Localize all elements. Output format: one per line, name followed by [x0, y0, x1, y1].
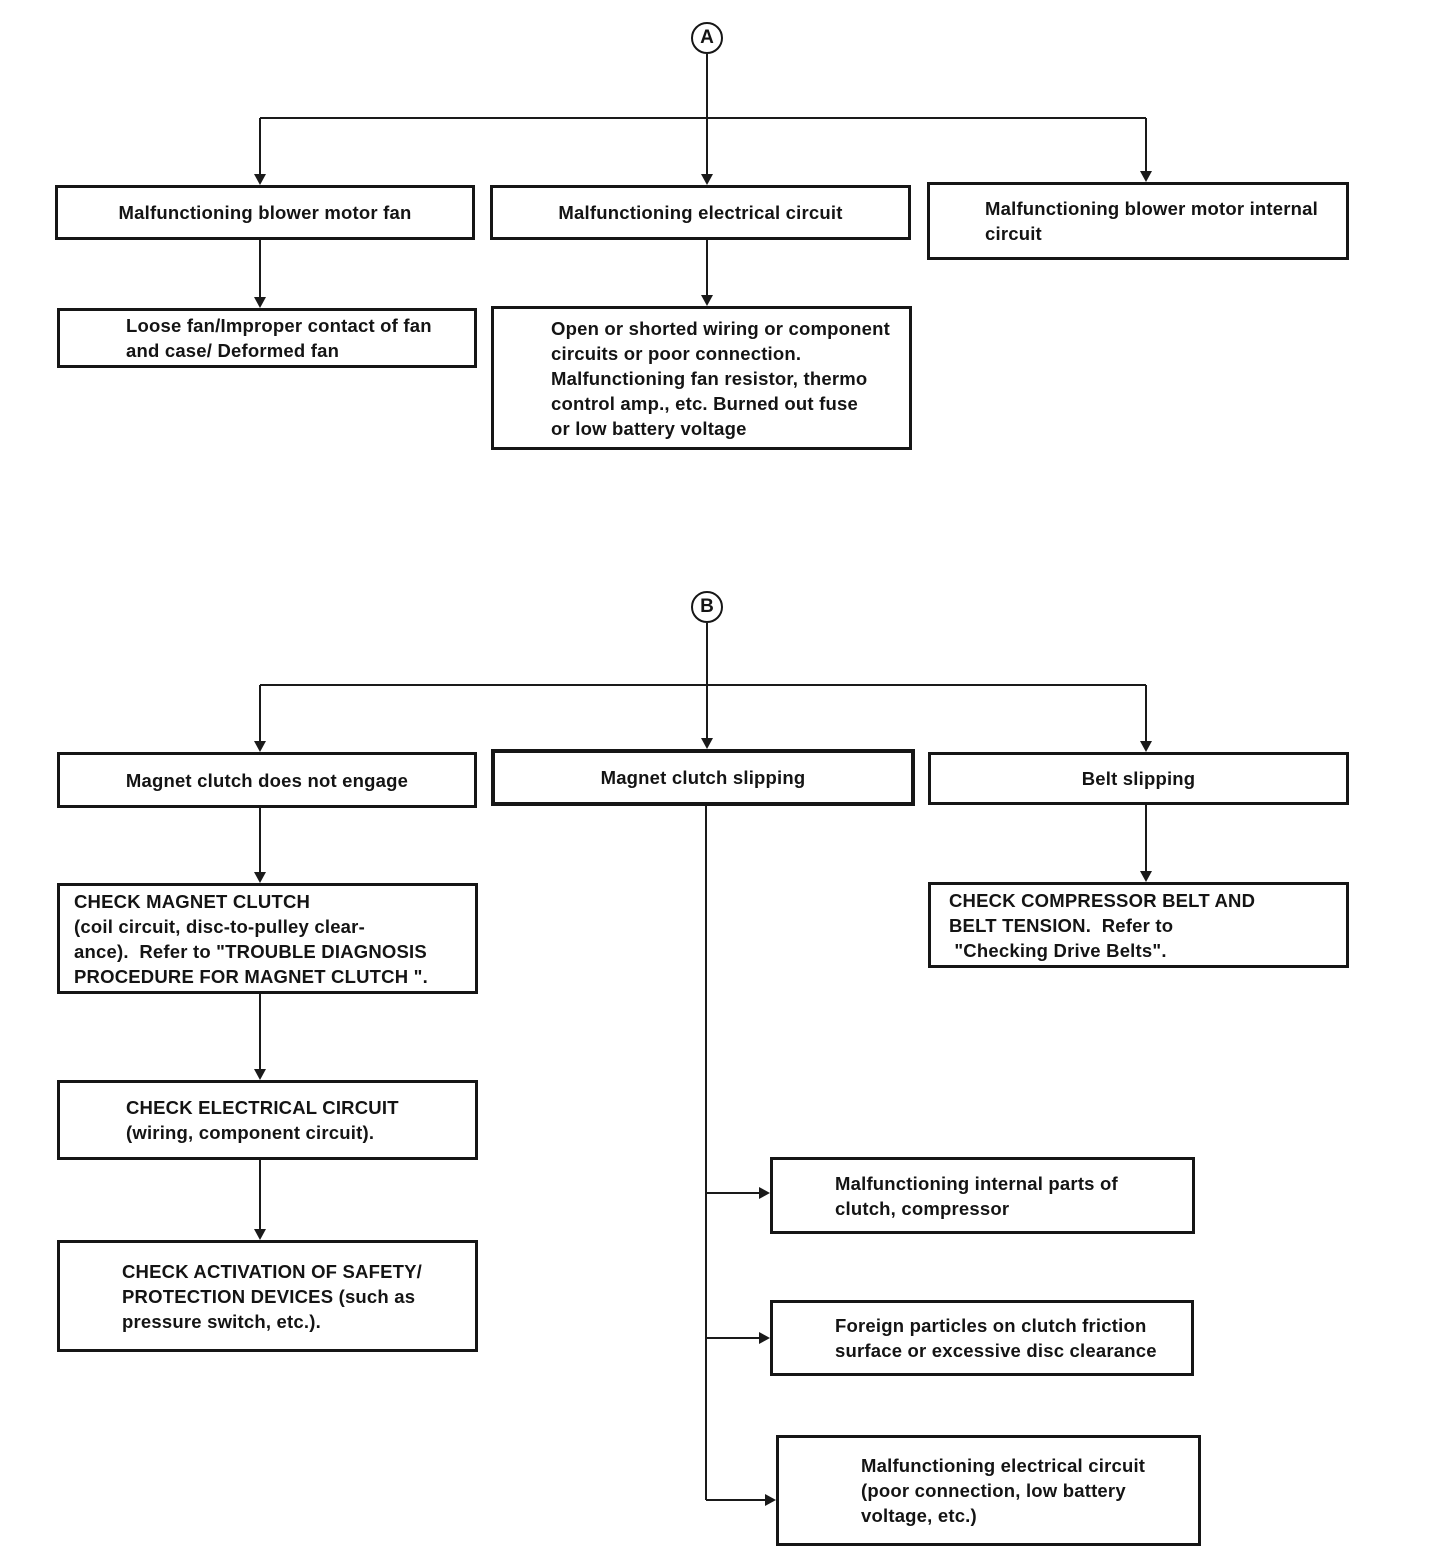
box-check-electrical-circuit: CHECK ELECTRICAL CIRCUIT (wiring, compon… — [57, 1080, 478, 1160]
arrowhead — [254, 297, 266, 308]
box-magnet-clutch-does-not-engage: Magnet clutch does not engage — [57, 752, 477, 808]
box-belt-slipping: Belt slipping — [928, 752, 1349, 805]
box-malfunctioning-electrical-circuit-poor-connection: Malfunctioning electrical circuit (poor … — [776, 1435, 1201, 1546]
box-check-activation-of-safety-devices: CHECK ACTIVATION OF SAFETY/ PROTECTION D… — [57, 1240, 478, 1352]
arrowhead — [765, 1494, 776, 1506]
arrowhead — [254, 872, 266, 883]
arrowhead — [1140, 871, 1152, 882]
arrowhead — [1140, 171, 1152, 182]
box-open-or-shorted-wiring: Open or shorted wiring or component circ… — [491, 306, 912, 450]
box-loose-fan: Loose fan/Improper contact of fan and ca… — [57, 308, 477, 368]
box-foreign-particles: Foreign particles on clutch friction sur… — [770, 1300, 1194, 1376]
connector-b: B — [691, 591, 723, 623]
arrowhead — [254, 174, 266, 185]
box-check-magnet-clutch: CHECK MAGNET CLUTCH (coil circuit, disc-… — [57, 883, 478, 994]
arrowhead — [254, 1069, 266, 1080]
arrowhead — [1140, 741, 1152, 752]
section-a-connectors — [254, 54, 1152, 308]
arrowhead — [701, 174, 713, 185]
box-malfunctioning-blower-motor-fan: Malfunctioning blower motor fan — [55, 185, 475, 240]
box-malfunctioning-blower-motor-internal-circuit: Malfunctioning blower motor internal cir… — [927, 182, 1349, 260]
section-b-connectors — [254, 623, 1152, 1506]
arrowhead — [759, 1187, 770, 1199]
box-malfunctioning-electrical-circuit: Malfunctioning electrical circuit — [490, 185, 911, 240]
box-magnet-clutch-slipping: Magnet clutch slipping — [491, 749, 915, 806]
arrowhead — [701, 295, 713, 306]
arrowhead — [254, 741, 266, 752]
arrowhead — [701, 738, 713, 749]
arrowhead — [254, 1229, 266, 1240]
connector-a: A — [691, 22, 723, 54]
box-malfunctioning-internal-parts: Malfunctioning internal parts of clutch,… — [770, 1157, 1195, 1234]
box-check-compressor-belt: CHECK COMPRESSOR BELT AND BELT TENSION. … — [928, 882, 1349, 968]
arrowhead — [759, 1332, 770, 1344]
